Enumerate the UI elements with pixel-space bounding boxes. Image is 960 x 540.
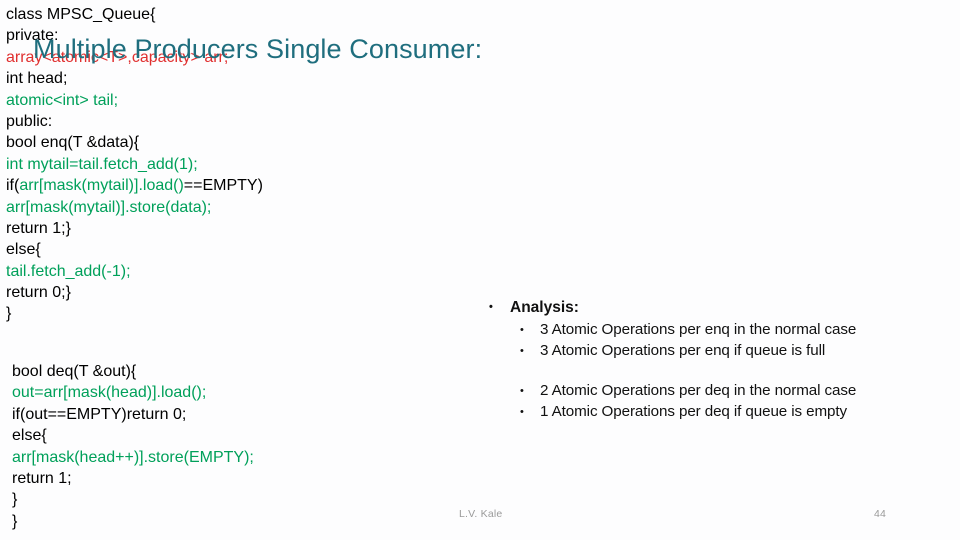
code-enqueue-line: bool enq(T &data){ xyxy=(6,134,457,155)
code-dequeue-line: bool deq(T &out){ xyxy=(12,363,467,384)
footer-page-number: 44 xyxy=(874,508,887,520)
code-enqueue-token: return 0;} xyxy=(6,284,71,302)
code-enqueue-token: return 1;} xyxy=(6,219,71,237)
code-enqueue-token: private: xyxy=(6,27,59,45)
bullet-dot-icon: • xyxy=(520,405,524,418)
code-enqueue-token: atomic<int> tail; xyxy=(6,91,119,109)
list-item-label: 1 Atomic Operations per deq if queue is … xyxy=(540,402,848,420)
code-enqueue-line: class MPSC_Queue{ xyxy=(6,6,457,27)
code-enqueue-token: tail.fetch_add(-1); xyxy=(6,262,131,280)
analysis-heading-label: Analysis: xyxy=(510,299,579,316)
code-dequeue-line: else{ xyxy=(12,427,467,448)
code-enqueue-token: bool enq(T &data){ xyxy=(6,134,140,152)
code-enqueue-line: private: xyxy=(6,27,457,48)
list-item: • 2 Atomic Operations per deq in the nor… xyxy=(520,381,959,402)
footer-author: L.V. Kale xyxy=(459,508,503,520)
code-block-dequeue: bool deq(T &out){ out=arr[mask(head)].lo… xyxy=(0,357,467,538)
code-enqueue-token: public: xyxy=(6,112,53,130)
code-dequeue-token: if(out==EMPTY)return 0; xyxy=(12,405,187,423)
code-block-enqueue: class MPSC_Queue{ private: array<atomic<… xyxy=(0,0,457,357)
code-dequeue-token: } xyxy=(12,512,18,530)
code-enqueue-token: else{ xyxy=(6,241,41,259)
code-enqueue-line: public: xyxy=(6,113,457,134)
code-dequeue-line: if(out==EMPTY)return 0; xyxy=(12,406,467,427)
code-dequeue-token: out=arr[mask(head)].load(); xyxy=(12,384,207,402)
code-dequeue-token: else{ xyxy=(12,427,47,445)
list-item: • 3 Atomic Operations per enq in the nor… xyxy=(520,320,959,341)
code-enqueue-line: array<atomic<T>,capacity> arr; xyxy=(6,49,457,70)
bullet-dot-icon: • xyxy=(489,301,493,313)
code-dequeue-token: } xyxy=(12,491,18,509)
code-enqueue-token: } xyxy=(6,305,12,323)
code-enqueue-line: atomic<int> tail; xyxy=(6,92,457,113)
code-enqueue-line: tail.fetch_add(-1); xyxy=(6,263,457,284)
code-enqueue-line: arr[mask(mytail)].store(data); xyxy=(6,199,457,220)
code-enqueue-token: array<atomic<T>,capacity> arr; xyxy=(6,48,229,66)
code-enqueue-token: arr[mask(mytail)].load() xyxy=(19,177,184,195)
code-enqueue-token: int mytail=tail.fetch_add(1); xyxy=(6,155,198,173)
code-dequeue-token: bool deq(T &out){ xyxy=(12,363,137,380)
code-enqueue-token: if( xyxy=(6,177,20,195)
list-item: • 1 Atomic Operations per deq if queue i… xyxy=(520,402,959,423)
code-dequeue-token: arr[mask(head++)].store(EMPTY); xyxy=(12,448,254,466)
code-enqueue-line: return 0;} xyxy=(6,284,457,305)
code-dequeue-line: } xyxy=(12,513,467,534)
list-group-spacer xyxy=(489,361,959,381)
code-dequeue-line: } xyxy=(12,491,467,512)
code-dequeue-line: return 1; xyxy=(12,470,467,491)
list-item: • 3 Atomic Operations per enq if queue i… xyxy=(520,341,959,362)
code-dequeue-line: out=arr[mask(head)].load(); xyxy=(12,384,467,405)
list-item-label: 3 Atomic Operations per enq in the norma… xyxy=(540,321,857,338)
code-enqueue-token: arr[mask(mytail)].store(data); xyxy=(6,198,212,216)
code-dequeue-line: arr[mask(head++)].store(EMPTY); xyxy=(12,449,467,470)
bullet-dot-icon: • xyxy=(520,324,524,336)
analysis-heading-bullet: • Analysis: xyxy=(489,297,959,318)
code-enqueue-token: class MPSC_Queue{ xyxy=(6,6,156,23)
code-dequeue-token: return 1; xyxy=(12,469,72,487)
code-enqueue-token: ==EMPTY) xyxy=(183,177,263,195)
page-title: Multiple Producers Single Consumer: xyxy=(33,34,483,64)
bullet-dot-icon: • xyxy=(520,344,524,357)
code-enqueue-line: int head; xyxy=(6,70,457,91)
analysis-list: • Analysis: • 3 Atomic Operations per en… xyxy=(489,297,959,422)
code-enqueue-line: return 1;} xyxy=(6,220,457,241)
list-item-label: 2 Atomic Operations per deq in the norma… xyxy=(540,382,857,399)
code-enqueue-line: int mytail=tail.fetch_add(1); xyxy=(6,156,457,177)
list-item-label: 3 Atomic Operations per enq if queue is … xyxy=(540,341,826,359)
code-enqueue-line: else{ xyxy=(6,241,457,262)
code-enqueue-token: int head; xyxy=(6,70,68,88)
code-enqueue-line: } xyxy=(6,305,457,326)
code-enqueue-line: if(arr[mask(mytail)].load()==EMPTY) xyxy=(6,177,457,198)
bullet-dot-icon: • xyxy=(520,385,524,397)
